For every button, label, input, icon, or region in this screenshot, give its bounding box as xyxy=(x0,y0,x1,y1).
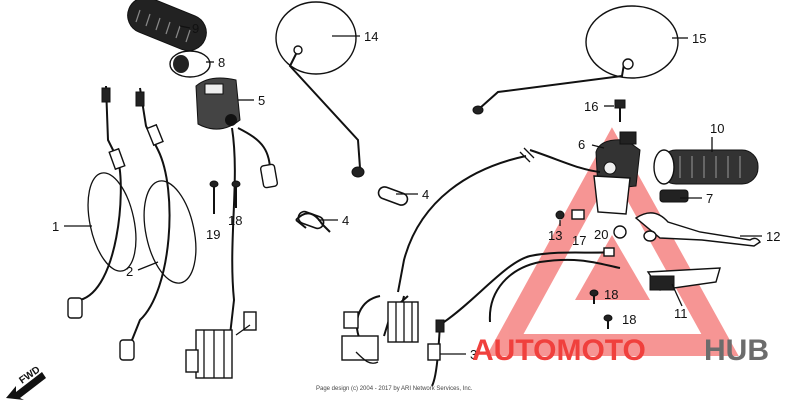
left-switch-housing xyxy=(195,77,241,130)
pivot-cover xyxy=(659,189,689,203)
callout-numbers: 1 2 3 4 4 5 6 7 8 9 10 11 12 13 14 15 16… xyxy=(52,21,780,362)
cable-3 xyxy=(427,247,621,387)
right-grip xyxy=(653,149,759,185)
callout-17: 17 xyxy=(572,233,586,248)
watermark-logo xyxy=(486,127,739,356)
callout-7: 7 xyxy=(706,191,713,206)
callout-6: 6 xyxy=(578,137,585,152)
screw-19 xyxy=(209,180,219,214)
bolt-16 xyxy=(614,99,626,122)
callout-18b: 18 xyxy=(604,287,618,302)
callout-1: 1 xyxy=(52,219,59,234)
watermark-auto: AUTOMOTO xyxy=(472,334,646,367)
callout-5: 5 xyxy=(258,93,265,108)
clutch-cable xyxy=(67,85,137,319)
cable-clamp-b xyxy=(377,186,409,206)
callout-10: 10 xyxy=(710,121,724,136)
callout-20: 20 xyxy=(594,227,608,242)
grip-sleeve xyxy=(169,50,211,78)
watermark-hub: HUB xyxy=(704,334,769,367)
fwd-arrow: FWD xyxy=(6,364,46,400)
screw-18-right-b xyxy=(603,314,613,329)
right-mirror xyxy=(472,5,679,115)
callout-14: 14 xyxy=(364,29,378,44)
wire-connector-left xyxy=(185,311,257,379)
callout-18c: 18 xyxy=(622,312,636,327)
callout-8: 8 xyxy=(218,55,225,70)
callout-2: 2 xyxy=(126,264,133,279)
master-cylinder xyxy=(646,267,721,291)
callout-15: 15 xyxy=(692,31,706,46)
left-mirror xyxy=(275,1,365,178)
leader-lines xyxy=(64,25,762,355)
callout-16: 16 xyxy=(584,99,598,114)
brake-lever xyxy=(634,212,761,247)
screw-18-left xyxy=(231,180,241,208)
wiring-harness xyxy=(341,147,601,364)
screw-13 xyxy=(555,210,565,220)
nut-20 xyxy=(613,225,627,239)
callout-13: 13 xyxy=(548,228,562,243)
throttle-grip xyxy=(127,0,207,52)
screw-18-right-a xyxy=(589,289,599,304)
callout-19: 19 xyxy=(206,227,220,242)
callout-11: 11 xyxy=(674,306,688,321)
callout-12: 12 xyxy=(766,229,780,244)
callout-4a: 4 xyxy=(342,213,349,228)
screw-17 xyxy=(571,209,585,220)
callout-18a: 18 xyxy=(228,213,242,228)
callout-9: 9 xyxy=(192,21,199,36)
right-switch-housing xyxy=(593,131,641,215)
throttle-cable xyxy=(119,87,197,361)
cable-clamp-a xyxy=(295,210,331,233)
watermark-text: AUTOMOTO HUB xyxy=(472,334,769,367)
callout-4b: 4 xyxy=(422,187,429,202)
callout-3: 3 xyxy=(470,347,477,362)
copyright-notice: Page design (c) 2004 - 2017 by ARI Netwo… xyxy=(316,386,473,392)
